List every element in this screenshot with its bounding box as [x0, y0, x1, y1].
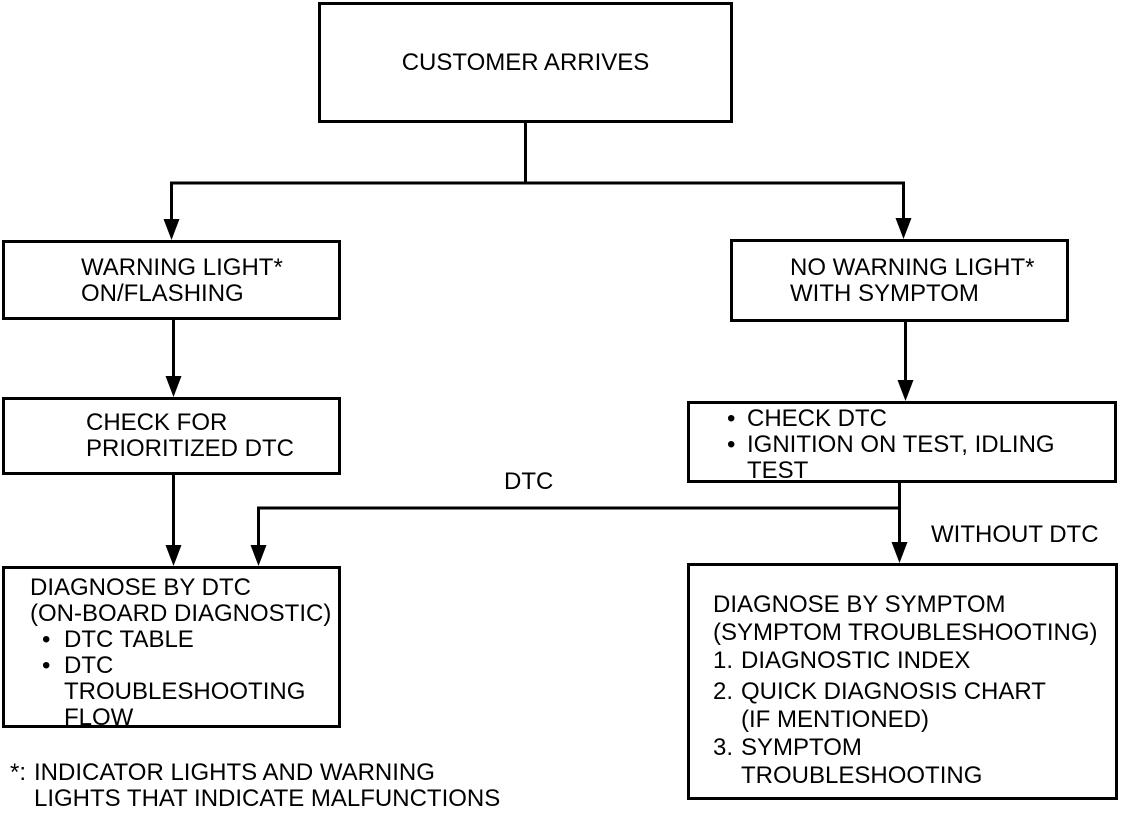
list-item: • DTC TABLE	[42, 627, 338, 653]
bullet-text: FLOW	[64, 704, 134, 731]
node-warning-light-line2: ON/FLASHING	[81, 280, 244, 307]
item-text: TROUBLESHOOTING	[741, 762, 983, 789]
arrowhead-check-prioritized	[165, 376, 182, 397]
edge-label-without-dtc: WITHOUT DTC	[931, 521, 1099, 548]
arrowhead-diagnose-symptom	[891, 542, 908, 563]
bullet-text: TEST	[747, 457, 809, 484]
node-warning-light: WARNING LIGHT* ON/FLASHING	[2, 240, 341, 320]
connector-dtc-branch	[257, 506, 900, 547]
item-text: (IF MENTIONED)	[741, 706, 929, 733]
node-check-prioritized-dtc: CHECK FOR PRIORITIZED DTC	[2, 397, 341, 475]
node-diagnose-dtc-line1: DIAGNOSE BY DTC	[30, 574, 251, 601]
bullet-icon: •	[727, 405, 736, 432]
arrowhead-warning-light	[163, 219, 180, 240]
item-text: SYMPTOM	[741, 734, 862, 761]
list-item: 3. SYMPTOM TROUBLESHOOTING	[713, 734, 1115, 790]
bullet-icon: •	[42, 652, 51, 679]
node-diagnose-symptom-line1: DIAGNOSE BY SYMPTOM	[713, 591, 1006, 618]
list-item: • DTC TROUBLESHOOTING FLOW	[42, 653, 338, 731]
arrowhead-diagnose-dtc-left	[165, 545, 182, 566]
footnote-asterisk: *:	[10, 759, 27, 786]
bullet-icon: •	[727, 431, 736, 458]
node-diagnose-dtc-line2: (ON-BOARD DIAGNOSTIC)	[30, 600, 332, 627]
bullet-text: IGNITION ON TEST, IDLING	[747, 431, 1055, 458]
arrowhead-check-dtc	[897, 380, 914, 401]
node-no-warning-light: NO WARNING LIGHT* WITH SYMPTOM	[730, 239, 1069, 322]
arrowhead-no-warning-light	[895, 218, 912, 239]
bullet-text: CHECK DTC	[747, 405, 888, 432]
item-number: 3.	[713, 734, 734, 761]
node-check-prioritized-line2: PRIORITIZED DTC	[86, 435, 294, 462]
bullet-text: DTC TABLE	[64, 626, 194, 653]
arrowhead-diagnose-dtc-right	[250, 545, 267, 566]
footnote-line2: LIGHTS THAT INDICATE MALFUNCTIONS	[34, 785, 501, 812]
footnote: *: INDICATOR LIGHTS AND WARNING LIGHTS T…	[10, 760, 500, 812]
footnote-line1: INDICATOR LIGHTS AND WARNING	[34, 759, 435, 786]
item-text: DIAGNOSTIC INDEX	[741, 647, 971, 674]
item-number: 2.	[713, 678, 734, 705]
node-check-dtc: • CHECK DTC • IGNITION ON TEST, IDLING T…	[687, 401, 1117, 484]
list-item: • CHECK DTC	[727, 406, 1114, 432]
bullet-text: TROUBLESHOOTING	[64, 678, 306, 705]
node-customer-arrives: CUSTOMER ARRIVES	[318, 2, 733, 123]
node-diagnose-by-symptom: DIAGNOSE BY SYMPTOM (SYMPTOM TROUBLESHOO…	[687, 563, 1118, 800]
list-item: 1. DIAGNOSTIC INDEX	[713, 647, 1115, 675]
node-no-warning-line2: WITH SYMPTOM	[790, 280, 979, 307]
item-number: 1.	[713, 647, 734, 674]
node-no-warning-line1: NO WARNING LIGHT*	[790, 254, 1035, 281]
node-diagnose-by-dtc: DIAGNOSE BY DTC (ON-BOARD DIAGNOSTIC) • …	[2, 566, 341, 731]
edge-label-dtc: DTC	[504, 468, 554, 495]
connector-branch-bar	[170, 181, 905, 220]
bullet-text: DTC	[64, 652, 114, 679]
item-text: QUICK DIAGNOSIS CHART	[741, 678, 1046, 705]
node-warning-light-line1: WARNING LIGHT*	[81, 254, 283, 281]
list-item: • IGNITION ON TEST, IDLING TEST	[727, 432, 1114, 484]
node-diagnose-symptom-line2: (SYMPTOM TROUBLESHOOTING)	[713, 619, 1098, 646]
node-customer-arrives-label: CUSTOMER ARRIVES	[401, 48, 650, 76]
list-item: 2. QUICK DIAGNOSIS CHART (IF MENTIONED)	[713, 678, 1115, 734]
bullet-icon: •	[42, 626, 51, 653]
node-check-prioritized-line1: CHECK FOR	[86, 409, 228, 436]
